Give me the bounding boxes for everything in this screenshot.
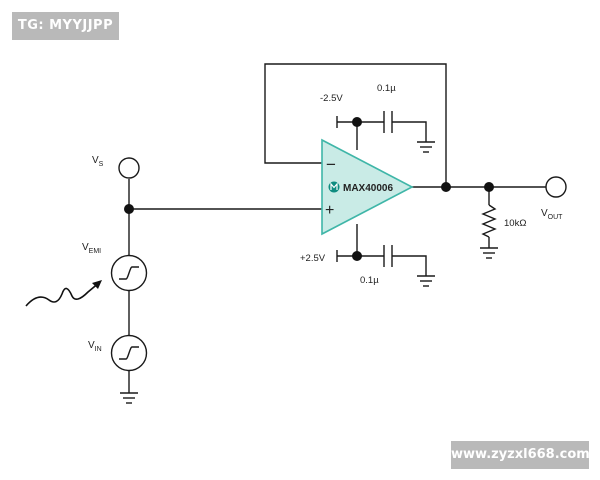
maxim-logo-icon <box>328 181 340 193</box>
cap-top-to-ground <box>392 121 427 142</box>
vin-label-main: V <box>88 340 95 351</box>
neg-supply-node <box>352 117 362 127</box>
vout-terminal <box>545 176 567 198</box>
pos-supply-node <box>352 251 362 261</box>
feedback-junction-node <box>441 182 451 192</box>
emi-interference-arrow-icon <box>25 280 102 307</box>
vemi-label-main: V <box>82 242 89 253</box>
wires <box>120 63 546 404</box>
opamp-triangle <box>321 138 414 236</box>
vs-label-main: V <box>92 155 99 166</box>
watermark-top-left: TG: MYYJJPP <box>12 12 119 40</box>
vs-label-sub: S <box>99 161 104 168</box>
resistor-junction-node <box>484 182 494 192</box>
vout-label: VOUT <box>541 208 563 221</box>
resistor-label: 10kΩ <box>504 218 526 229</box>
pos-supply-label: +2.5V <box>300 253 326 264</box>
junction-nodes <box>124 117 494 261</box>
input-junction-node <box>124 204 134 214</box>
opamp-plus-sign: + <box>325 202 334 219</box>
opamp-minus-sign: − <box>326 155 336 174</box>
watermark-bottom-right: www.zyzxl668.com <box>451 441 590 469</box>
vout-label-main: V <box>541 208 548 219</box>
vs-terminal <box>118 157 140 179</box>
neg-supply-label: -2.5V <box>320 93 343 104</box>
opamp-part-number: MAX40006 <box>343 183 393 194</box>
vout-label-sub: OUT <box>548 214 564 221</box>
cap-bottom-label: 0.1µ <box>360 275 379 286</box>
cap-top-label: 0.1µ <box>377 83 396 94</box>
resistor-zigzag <box>481 204 497 238</box>
vemi-source <box>110 254 148 292</box>
cap-bottom-to-ground <box>392 255 427 276</box>
feedback-wire <box>264 63 447 187</box>
vemi-label-sub: EMI <box>89 248 102 255</box>
vin-source <box>110 334 148 372</box>
vin-label-sub: IN <box>95 346 102 353</box>
vemi-label: VEMI <box>82 242 101 255</box>
vs-label: VS <box>92 155 104 168</box>
vin-label: VIN <box>88 340 102 353</box>
